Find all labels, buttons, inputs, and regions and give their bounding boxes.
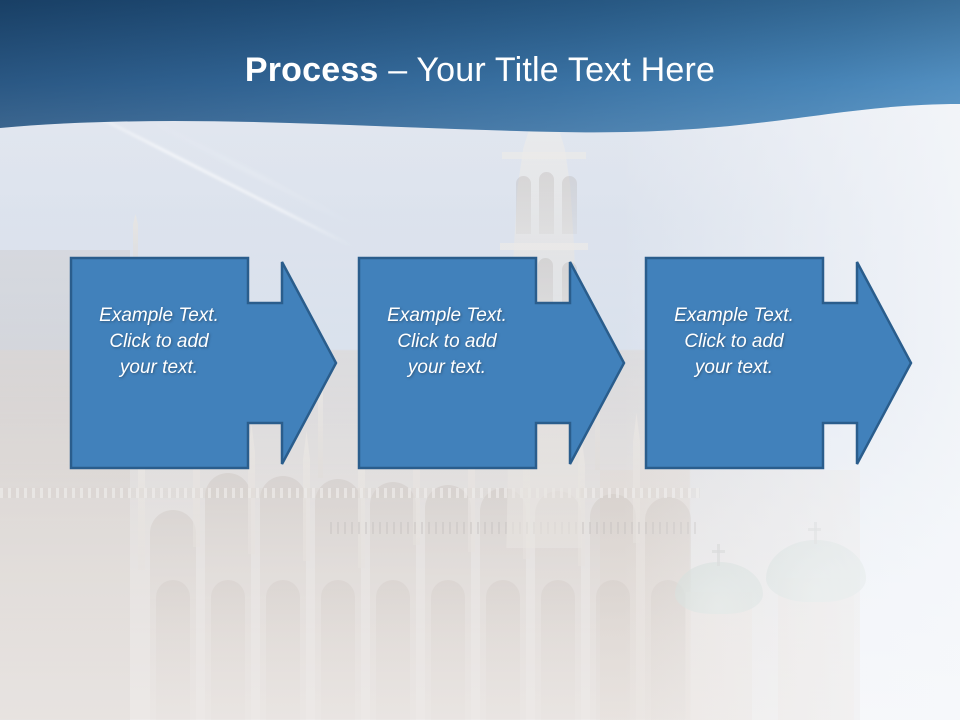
chevron-shape-2 xyxy=(357,256,626,470)
process-step-3[interactable] xyxy=(644,256,915,470)
process-step-2[interactable] xyxy=(357,256,628,470)
page-title-bold: Process xyxy=(244,51,379,89)
page-title-light: Your Title Text Here xyxy=(416,51,716,89)
chevron-shape-3 xyxy=(644,256,913,470)
page-title: Process – Your Title Text Here xyxy=(0,50,960,90)
chevron-shape-1 xyxy=(69,256,338,470)
process-step-1[interactable] xyxy=(69,256,340,470)
page-title-separator: – xyxy=(378,51,417,89)
